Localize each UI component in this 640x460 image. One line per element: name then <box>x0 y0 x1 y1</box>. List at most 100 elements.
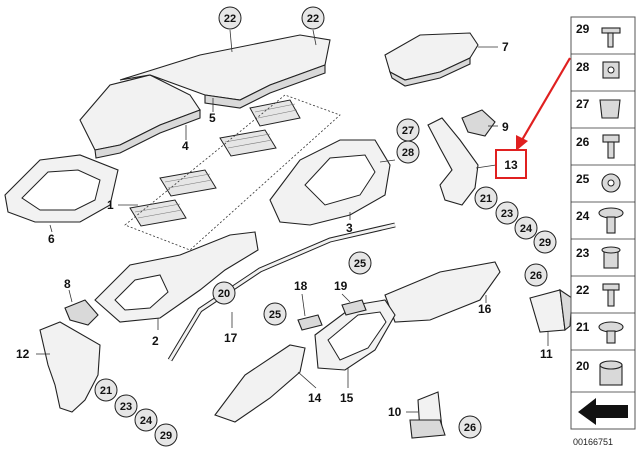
svg-text:23: 23 <box>120 401 132 413</box>
label-19: 19 <box>334 279 348 293</box>
svg-text:22: 22 <box>224 13 236 25</box>
label-8: 8 <box>64 277 71 291</box>
label-4: 4 <box>182 139 189 153</box>
screw-short-icon <box>602 283 620 307</box>
callout-27: 27 <box>396 118 420 142</box>
label-3: 3 <box>346 221 353 235</box>
svg-text:29: 29 <box>160 430 172 442</box>
svg-text:23: 23 <box>501 208 513 220</box>
svg-text:24: 24 <box>140 415 153 427</box>
svg-text:21: 21 <box>480 193 492 205</box>
label-5: 5 <box>209 111 216 125</box>
callout-24a: 24 <box>514 216 538 240</box>
callout-21b: 21 <box>94 378 118 402</box>
callout-23b: 23 <box>114 394 138 418</box>
svg-text:20: 20 <box>218 288 230 300</box>
leader-19 <box>341 293 351 303</box>
bracket-part-10 <box>409 391 446 439</box>
leader-22b <box>312 29 317 46</box>
svg-text:22: 22 <box>307 13 319 25</box>
callout-20: 20 <box>212 281 236 305</box>
side-label-25: 25 <box>576 172 590 186</box>
side-label-28: 28 <box>576 60 590 74</box>
screw-icon <box>601 27 621 48</box>
highlight-arrow <box>516 57 571 151</box>
label-11: 11 <box>540 347 553 361</box>
frame-part-6 <box>4 154 119 223</box>
leader-27-28 <box>379 159 396 163</box>
callout-28: 28 <box>396 140 420 164</box>
svg-text:26: 26 <box>464 422 476 434</box>
svg-text:25: 25 <box>354 258 366 270</box>
leader-14 <box>297 371 317 389</box>
callout-21a: 21 <box>474 186 498 210</box>
callout-25a: 25 <box>348 251 372 275</box>
plastic-nut-icon <box>601 246 621 269</box>
label-16: 16 <box>478 302 492 316</box>
svg-text:26: 26 <box>530 270 542 282</box>
housing-part-4 <box>79 74 201 159</box>
callout-26b: 26 <box>458 415 482 439</box>
leader-22a <box>229 29 233 53</box>
side-label-23: 23 <box>576 246 590 260</box>
callout-26a: 26 <box>524 263 548 287</box>
svg-text:27: 27 <box>402 125 414 137</box>
grommet-icon <box>599 360 623 386</box>
svg-text:21: 21 <box>100 385 112 397</box>
bracket-part-11 <box>529 288 573 333</box>
side-label-21: 21 <box>576 320 590 334</box>
label-10: 10 <box>388 405 402 419</box>
spring-clip-icon <box>599 99 621 119</box>
callout-29a: 29 <box>533 230 557 254</box>
highlight-box[interactable] <box>495 149 527 179</box>
clip-part-9 <box>461 109 496 137</box>
label-7: 7 <box>502 40 509 54</box>
svg-text:25: 25 <box>269 309 281 321</box>
filter-set-part-1 <box>124 94 341 251</box>
svg-text:29: 29 <box>539 237 551 249</box>
label-14: 14 <box>308 391 322 405</box>
clip-part-18 <box>297 314 323 331</box>
label-1: 1 <box>107 198 114 212</box>
label-13: 13 <box>504 158 518 172</box>
side-label-22: 22 <box>576 283 590 297</box>
side-label-29: 29 <box>576 22 590 36</box>
expanding-rivet-icon <box>598 207 624 234</box>
label-2: 2 <box>152 334 159 348</box>
callout-23a: 23 <box>495 201 519 225</box>
leader-13 <box>475 164 497 169</box>
image-code: 00166751 <box>573 437 613 447</box>
strip-part-17 <box>167 222 396 362</box>
duct-part-2 <box>94 231 259 323</box>
label-15: 15 <box>340 391 354 405</box>
side-label-26: 26 <box>576 135 590 149</box>
clip-part-8 <box>64 299 99 326</box>
leader-18 <box>301 293 306 317</box>
bolt-icon <box>602 134 620 159</box>
duct-part-3 <box>269 139 391 226</box>
label-18: 18 <box>294 279 308 293</box>
label-12: 12 <box>16 347 30 361</box>
side-label-27: 27 <box>576 97 590 111</box>
washer-icon <box>601 173 621 193</box>
duct-part-16 <box>384 261 501 323</box>
nut-icon <box>602 61 620 79</box>
callout-25b: 25 <box>263 302 287 326</box>
arrow-direction-icon <box>578 398 628 425</box>
svg-text:24: 24 <box>520 223 533 235</box>
side-label-20: 20 <box>576 359 590 373</box>
housing-part-5 <box>119 34 331 109</box>
callout-29b: 29 <box>154 423 178 447</box>
leader-6 <box>49 224 53 233</box>
fastener-side-panel <box>570 16 636 430</box>
leader-8 <box>68 289 73 303</box>
label-6: 6 <box>48 232 55 246</box>
callout-22a: 22 <box>218 6 242 30</box>
label-9: 9 <box>502 120 509 134</box>
panel-part-14 <box>214 344 306 423</box>
side-label-24: 24 <box>576 209 590 223</box>
cover-part-7 <box>384 32 479 87</box>
callout-22b: 22 <box>301 6 325 30</box>
